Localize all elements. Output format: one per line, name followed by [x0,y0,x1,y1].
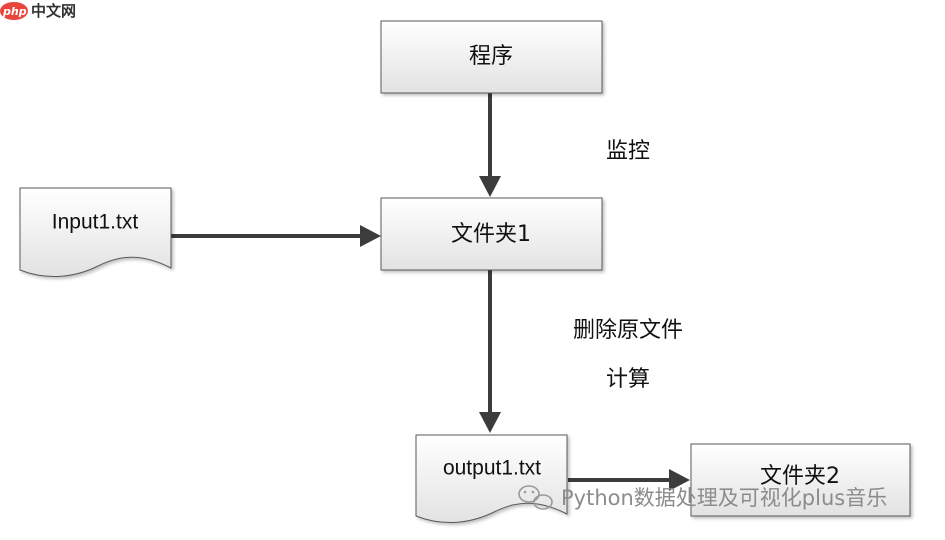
arrowhead-output-top [479,412,501,433]
node-folder1-label: 文件夹1 [451,222,531,247]
node-folder2-label: 文件夹2 [760,464,840,489]
edge-label-monitor: 监控 [606,139,650,164]
wechat-icon [518,485,553,510]
site-logo: php 中文网 [0,2,76,20]
edge-label-compute: 计算 [606,367,650,392]
arrowhead-folder1-top [479,176,501,197]
node-folder2: 文件夹2 [690,443,911,517]
arrowhead-folder1-left [360,225,381,247]
watermark-text: Python数据处理及可视化plus音乐 [561,486,887,510]
node-program: 程序 [380,20,603,94]
php-badge-icon [0,2,28,20]
node-input-doc: Input1.txt [19,187,172,278]
node-folder1: 文件夹1 [380,197,603,271]
node-input-doc-label: Input1.txt [52,211,139,234]
logo-badge-text: php [2,5,27,18]
node-program-label: 程序 [469,44,513,69]
logo-site-text: 中文网 [31,2,76,20]
node-output-doc: output1.txt [415,434,568,524]
connectors [171,93,690,491]
edge-label-delete: 删除原文件 [573,318,683,343]
arrowhead-folder2-left [669,469,690,491]
watermark: Python数据处理及可视化plus音乐 [518,485,887,510]
node-output-doc-label: output1.txt [443,457,541,480]
